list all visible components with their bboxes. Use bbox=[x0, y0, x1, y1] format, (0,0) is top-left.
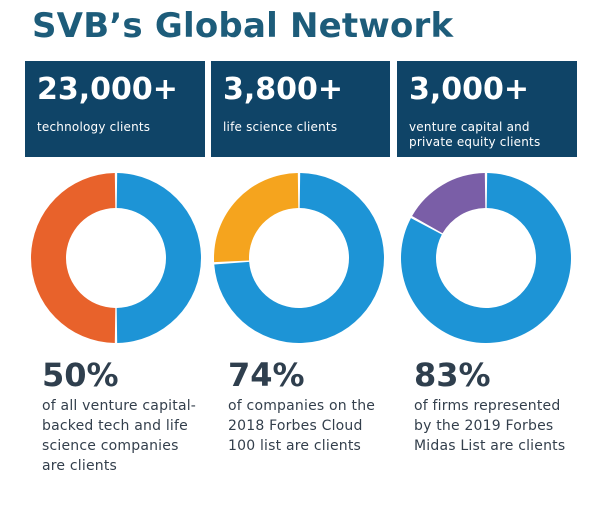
donut-3-slice-1 bbox=[401, 173, 571, 343]
caption-1: of all venture capital-backed tech and l… bbox=[42, 398, 197, 474]
stat-label: venture capital and private equity clien… bbox=[409, 120, 541, 149]
stat-box-life-science: 3,800+ life science clients bbox=[211, 61, 390, 157]
donut-2-slice-1 bbox=[214, 173, 384, 343]
percent-label-1: 50% bbox=[42, 356, 119, 394]
donut-chart-2-svg bbox=[214, 173, 384, 343]
caption-2: of companies on the 2018 Forbes Cloud 10… bbox=[228, 398, 376, 454]
donut-2-slice-2 bbox=[214, 173, 299, 263]
donut-1-slice-1 bbox=[116, 173, 202, 343]
stat-value: 3,000+ bbox=[409, 72, 530, 107]
donut-chart-2 bbox=[213, 172, 385, 344]
stat-label: life science clients bbox=[223, 120, 338, 134]
stat-box-venture-capital: 3,000+ venture capital and private equit… bbox=[397, 61, 577, 157]
stat-label: technology clients bbox=[37, 120, 151, 134]
percent-label-2: 74% bbox=[228, 356, 305, 394]
donut-chart-3-svg bbox=[401, 173, 571, 343]
donut-3-slice-2 bbox=[412, 173, 486, 234]
percent-label-3: 83% bbox=[414, 356, 491, 394]
donut-chart-1-svg bbox=[30, 173, 202, 343]
caption-3: of firms represented by the 2019 Forbes … bbox=[414, 398, 566, 454]
stat-value: 3,800+ bbox=[223, 72, 344, 107]
page-title: SVB’s Global Network bbox=[32, 6, 454, 46]
stat-box-technology: 23,000+ technology clients bbox=[25, 61, 205, 157]
donut-chart-1 bbox=[30, 172, 202, 344]
donut-1-slice-2 bbox=[30, 173, 116, 343]
donut-chart-3 bbox=[400, 172, 572, 344]
stat-value: 23,000+ bbox=[37, 72, 178, 107]
